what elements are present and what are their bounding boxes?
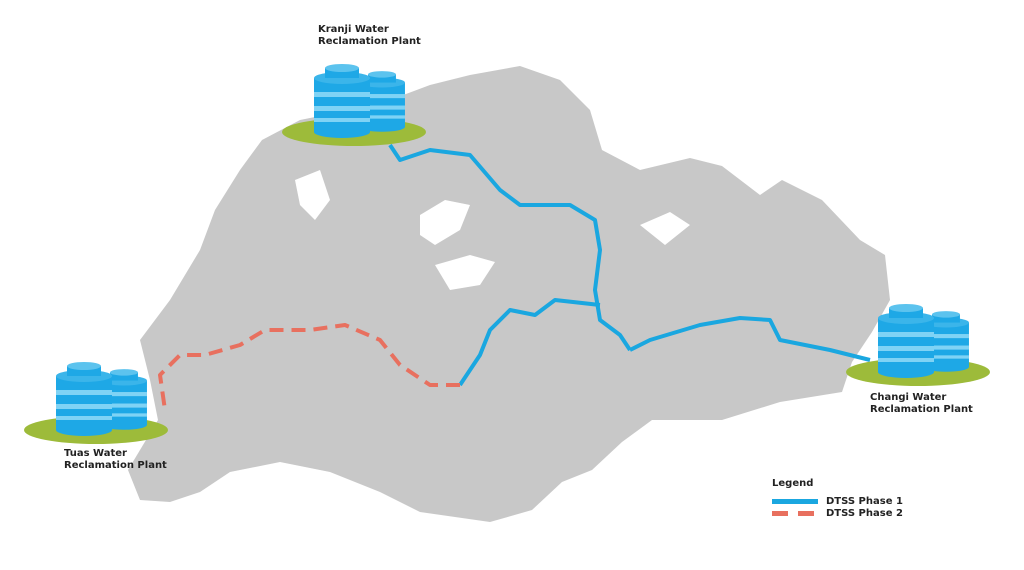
sentosa-islands <box>300 430 400 470</box>
dtss-phase-1-tunnel-north <box>388 143 632 352</box>
dtss-phase-2-tunnel <box>158 323 460 411</box>
kranji-plant-icon <box>282 64 426 146</box>
reservoirs <box>295 170 690 290</box>
dtss-phase-1-tunnel-east <box>629 316 871 362</box>
dashed-line-swatch-icon <box>772 510 818 516</box>
dtss-phase-1-tunnel-west-branch <box>458 298 601 387</box>
solid-line-swatch-icon <box>772 498 818 504</box>
legend: Legend DTSS Phase 1 DTSS Phase 2 <box>772 478 903 519</box>
legend-item-phase-1: DTSS Phase 1 <box>772 495 903 507</box>
legend-label: DTSS Phase 2 <box>826 507 903 519</box>
legend-title: Legend <box>772 478 814 489</box>
legend-label: DTSS Phase 1 <box>826 495 903 507</box>
legend-item-phase-2: DTSS Phase 2 <box>772 507 903 519</box>
tuas-plant-icon <box>24 362 168 444</box>
singapore-island <box>128 66 890 522</box>
